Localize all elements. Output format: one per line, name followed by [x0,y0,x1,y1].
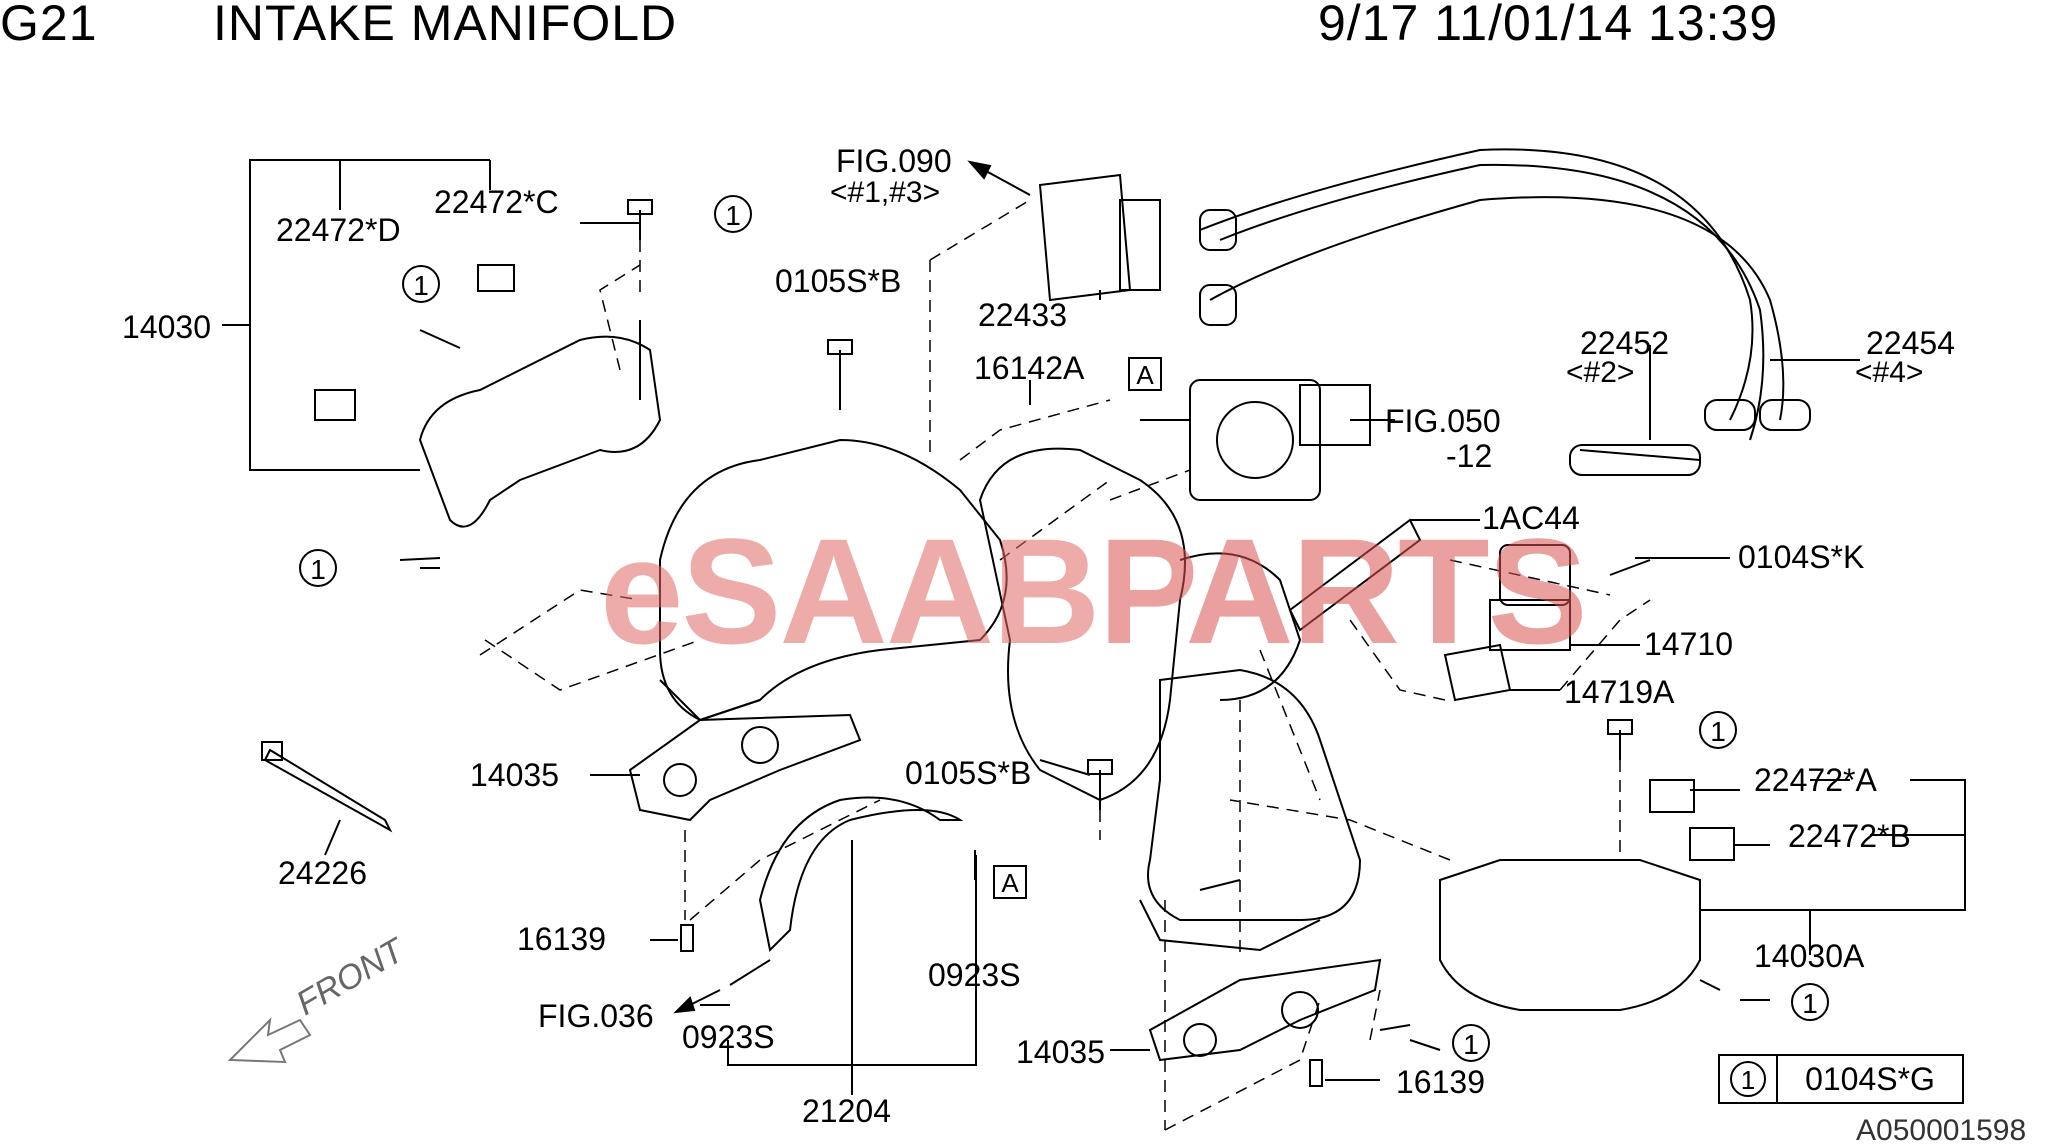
ref-marker-a: A [1128,357,1162,391]
watermark-part2: PARTS [1098,507,1587,675]
label-fig036[interactable]: FIG.036 [538,998,654,1034]
legend-key-cell: 1 [1720,1056,1778,1102]
ref-marker-1: 1 [1699,711,1737,749]
label-22433[interactable]: 22433 [978,297,1067,333]
label-24226[interactable]: 24226 [278,855,367,891]
label-fig050-sub: -12 [1446,438,1493,474]
ref-marker-1: 1 [714,195,752,233]
legend-box: 1 0104S*G [1718,1054,1964,1104]
watermark-part1: eSAAB [600,507,1100,675]
label-16139-left[interactable]: 16139 [517,921,606,957]
label-22452-sub: <#2> [1566,356,1635,389]
label-16139-right[interactable]: 16139 [1396,1064,1485,1100]
label-0105SB-top[interactable]: 0105S*B [775,263,902,299]
diagram-code: G21 [0,0,98,51]
label-14710[interactable]: 14710 [1644,626,1733,662]
ref-marker-1: 1 [299,549,337,587]
legend-key-marker: 1 [1730,1061,1766,1097]
diagram-date: 9/17 11/01/14 13:39 [1318,0,1779,51]
ref-marker-a: A [993,865,1027,899]
label-14035-left[interactable]: 14035 [470,757,559,793]
label-22472D[interactable]: 22472*D [276,212,401,248]
label-0105SB-mid[interactable]: 0105S*B [905,755,1032,791]
label-0923S-left[interactable]: 0923S [682,1019,775,1055]
ref-marker-1: 1 [1452,1024,1490,1062]
ref-marker-1: 1 [1791,983,1829,1021]
label-fig090-sub: <#1,#3> [830,176,941,209]
label-22472C[interactable]: 22472*C [434,184,559,220]
label-14030A[interactable]: 14030A [1754,938,1865,974]
label-0923S-right[interactable]: 0923S [928,957,1021,993]
label-21204[interactable]: 21204 [802,1093,891,1129]
ref-marker-1: 1 [402,265,440,303]
label-22452[interactable]: 22452 [1580,325,1669,361]
label-14035-right[interactable]: 14035 [1016,1034,1105,1070]
label-14719A[interactable]: 14719A [1564,674,1675,710]
label-22454-sub: <#4> [1855,356,1924,389]
label-14030[interactable]: 14030 [122,309,211,345]
diagram-title: INTAKE MANIFOLD [213,0,678,51]
document-id: A050001598 [1856,1114,2027,1147]
legend-value[interactable]: 0104S*G [1805,1060,1935,1097]
label-0104SK[interactable]: 0104S*K [1738,539,1865,575]
label-1AC44[interactable]: 1AC44 [1482,500,1580,536]
label-fig050[interactable]: FIG.050 [1385,403,1501,439]
label-22454[interactable]: 22454 [1866,325,1955,361]
label-22472B[interactable]: 22472*B [1788,818,1911,854]
watermark: eSAABPARTS [600,505,1588,678]
label-22472A[interactable]: 22472*A [1754,762,1877,798]
label-16142A[interactable]: 16142A [974,350,1085,386]
label-fig090[interactable]: FIG.090 [836,143,952,179]
